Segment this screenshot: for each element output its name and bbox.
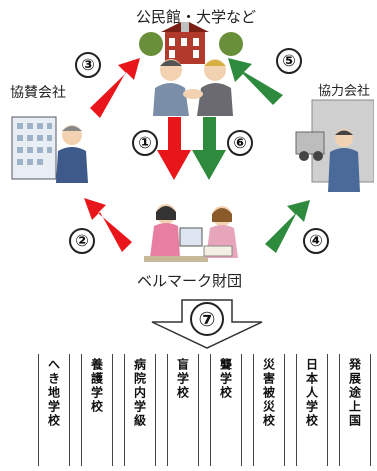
arrow-3-red <box>90 58 140 118</box>
node-sponsor-label: 協賛会社 <box>10 85 66 101</box>
arrow-1-red <box>157 117 191 180</box>
destination-disaster-schools: 災害被災校 <box>253 354 285 466</box>
node-cooperator-label: 協力会社 <box>318 84 371 99</box>
arrow-4-green <box>265 200 310 253</box>
step-2-marker: ② <box>69 228 95 254</box>
destination-label: へき地学校 <box>46 358 61 428</box>
node-foundation-label: ベルマーク財団 <box>137 272 243 290</box>
destination-label: 聾学校 <box>218 358 233 400</box>
destination-schools-for-deaf: 聾学校 <box>210 354 242 466</box>
destination-label: 養護学校 <box>89 358 104 414</box>
public-hall-illustration <box>139 22 243 116</box>
destination-label: 盲学校 <box>175 358 190 400</box>
destination-label: 発展途上国 <box>347 358 362 428</box>
destination-label: 日本人学校 <box>304 358 319 428</box>
destination-special-support-schools: 養護学校 <box>81 354 113 466</box>
arrow-2-red <box>84 198 132 252</box>
arrow-6-green <box>192 117 226 180</box>
foundation-staff-illustration <box>144 204 238 262</box>
destination-label: 災害被災校 <box>261 358 276 428</box>
destination-japanese-schools: 日本人学校 <box>296 354 328 466</box>
step-6-marker: ⑥ <box>227 130 253 156</box>
destination-remote-schools: へき地学校 <box>38 354 70 466</box>
node-public-halls-label: 公民館・大学など <box>136 8 257 26</box>
step-1-marker: ① <box>132 130 158 156</box>
destination-hospital-classes: 病院内学級 <box>124 354 156 466</box>
destination-label: 病院内学級 <box>132 358 147 428</box>
destination-developing-countries: 発展途上国 <box>339 354 371 466</box>
step-5-marker: ⑤ <box>276 48 302 74</box>
step-4-marker: ④ <box>303 228 329 254</box>
step-7-marker: ⑦ <box>190 302 224 336</box>
step-3-marker: ③ <box>75 52 101 78</box>
arrow-5-green <box>228 58 283 105</box>
cooperating-company-illustration <box>295 99 374 192</box>
destination-schools-for-blind: 盲学校 <box>167 354 199 466</box>
sponsor-company-illustration <box>11 116 88 183</box>
